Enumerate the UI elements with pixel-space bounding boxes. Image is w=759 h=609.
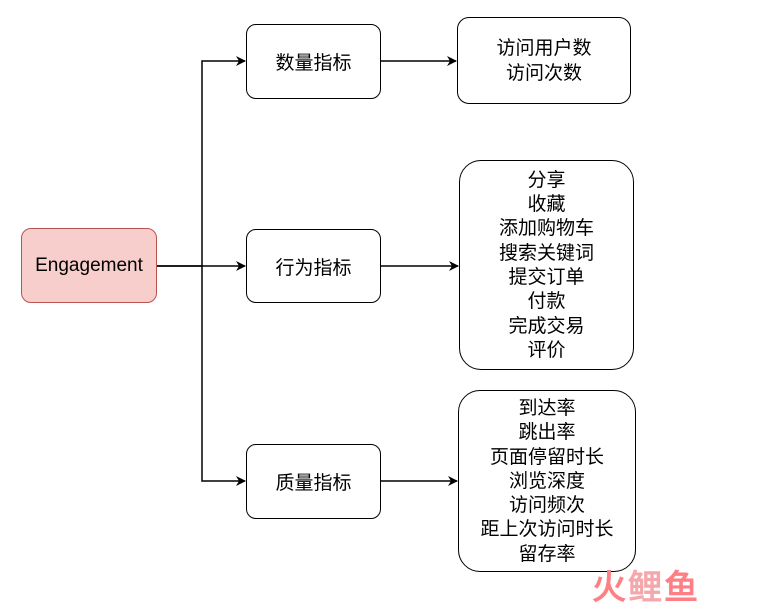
edge-root-to-quantity (157, 56, 246, 267)
behavior-metrics-node: 行为指标 (246, 229, 381, 303)
watermark-char: 鱼 (664, 568, 700, 608)
list-item: 评价 (527, 338, 566, 361)
watermark-char: 火 (592, 568, 628, 608)
list-item: 跳出率 (518, 421, 576, 444)
list-item: 浏览深度 (508, 469, 585, 492)
behavior-items-box: 分享 收藏 添加购物车 搜索关键词 提交订单 付款 完成交易 评价 (459, 160, 634, 370)
quality-metrics-label: 质量指标 (275, 472, 352, 494)
engagement-node: Engagement (21, 228, 157, 303)
list-item: 分享 (527, 168, 566, 191)
list-item: 访问频次 (508, 494, 585, 517)
engagement-label: Engagement (35, 254, 143, 276)
list-item: 付款 (527, 290, 566, 313)
watermark-char: 鲤 (628, 568, 664, 608)
quantity-metrics-node: 数量指标 (246, 24, 381, 99)
list-item: 页面停留时长 (489, 445, 604, 468)
list-item: 访问次数 (505, 61, 582, 84)
list-item: 搜索关键词 (498, 241, 594, 264)
quantity-metrics-label: 数量指标 (275, 52, 352, 74)
list-item: 距上次访问时长 (480, 518, 614, 541)
edge-root-to-quality (201, 266, 246, 486)
list-item: 提交订单 (508, 266, 585, 288)
list-item: 留存率 (518, 542, 576, 565)
list-item: 收藏 (527, 193, 566, 216)
list-item: 访问用户数 (496, 37, 592, 60)
watermark-logo: 火鲤鱼 (592, 560, 700, 609)
behavior-metrics-label: 行为指标 (275, 256, 352, 279)
quality-metrics-node: 质量指标 (246, 444, 381, 519)
list-item: 到达率 (518, 396, 576, 419)
list-item: 完成交易 (508, 314, 585, 337)
quantity-items-box: 访问用户数 访问次数 (457, 17, 631, 104)
list-item: 添加购物车 (498, 217, 594, 240)
quality-items-box: 到达率 跳出率 页面停留时长 浏览深度 访问频次 距上次访问时长 留存率 (458, 390, 636, 572)
